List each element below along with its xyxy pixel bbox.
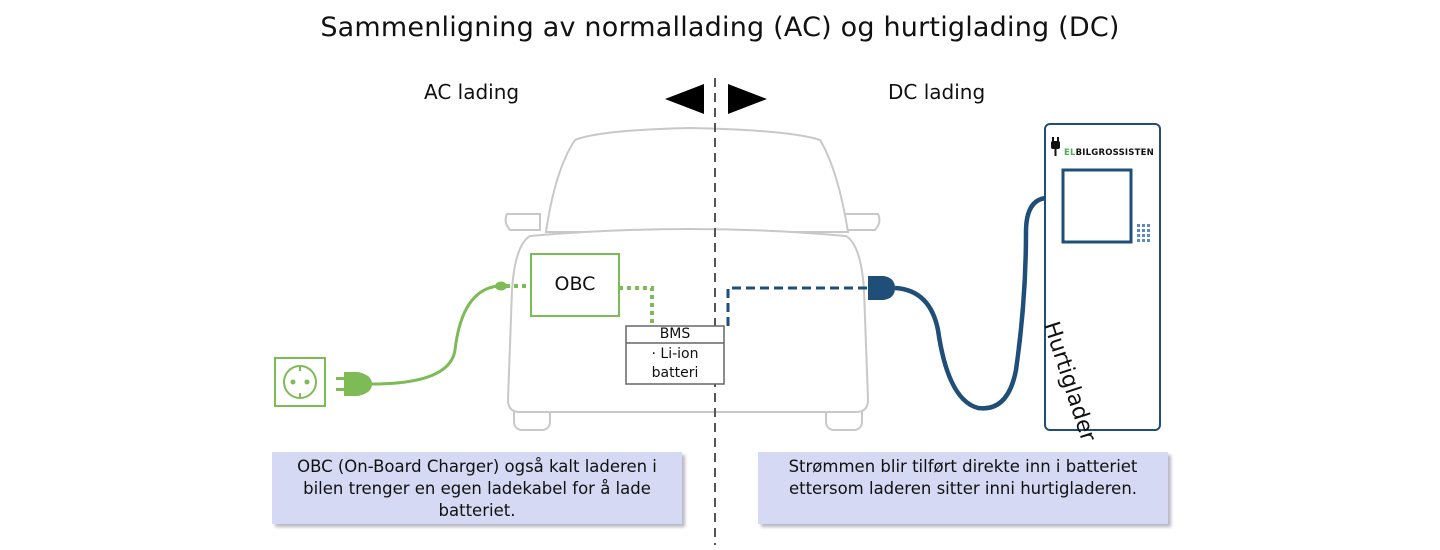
ac-caption: OBC (On-Board Charger) også kalt laderen…	[272, 452, 682, 524]
charger-logo-icon	[1051, 137, 1060, 156]
charger-brand-prefix: EL	[1064, 148, 1076, 158]
page-title: Sammenligning av normallading (AC) og hu…	[320, 12, 1120, 43]
dc-section-label: DC lading	[888, 80, 986, 104]
obc-label: OBC	[554, 273, 596, 295]
battery-line2: · Li-ion	[651, 346, 699, 362]
wall-socket-icon	[274, 357, 326, 407]
dc-caption-line1: Strømmen blir tilført direkte inn i batt…	[788, 457, 1138, 476]
ac-internal-connection	[619, 286, 654, 326]
dc-caption: Strømmen blir tilført direkte inn i batt…	[758, 452, 1168, 524]
ac-section-label: AC lading	[424, 80, 520, 104]
charger-grille	[1137, 224, 1150, 242]
dc-internal-connection	[726, 286, 870, 326]
battery-line3: batteri	[651, 365, 699, 381]
ac-cable	[371, 284, 499, 386]
arrow-right-icon	[728, 84, 767, 114]
ac-caption-line1: OBC (On-Board Charger) også kalt laderen…	[297, 457, 657, 476]
obc-box	[530, 253, 620, 317]
charger-brand: ELBILGROSSISTEN	[1064, 148, 1154, 158]
arrow-left-icon	[665, 84, 704, 114]
battery-line1: BMS	[659, 326, 691, 342]
ac-caption-line2: bilen trenger en egen ladekabel for å la…	[303, 479, 651, 498]
dc-cable	[894, 195, 1047, 411]
charger-screen	[1061, 168, 1133, 244]
dc-connector-icon	[868, 276, 895, 300]
battery-box	[625, 325, 725, 385]
ac-caption-line3: batteriet.	[438, 501, 516, 520]
dc-caption-line2: ettersom laderen sitter inni hurtiglader…	[788, 479, 1138, 498]
ac-inlet-icon	[495, 281, 507, 291]
plug-icon	[336, 372, 372, 396]
charger-brand-suffix: BILGROSSISTEN	[1075, 148, 1154, 158]
